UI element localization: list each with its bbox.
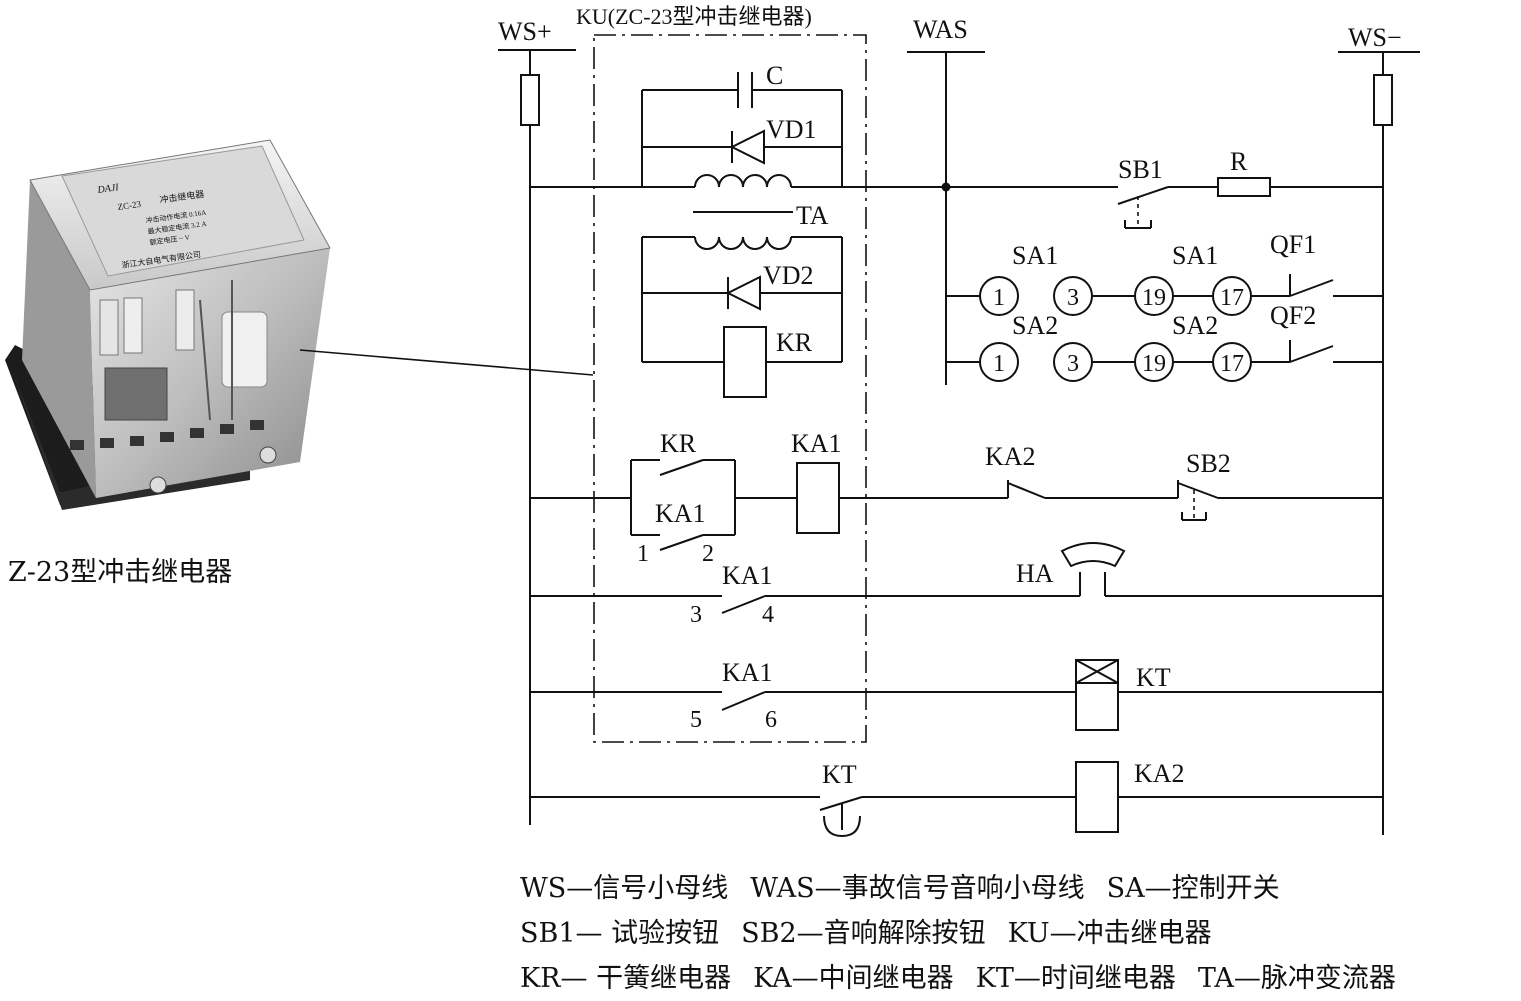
legend-row-3: KR— 干簧继电器 KA—中间继电器 KT—时间继电器 TA—脉冲变流器 xyxy=(520,956,1418,1001)
relay-brand: DAJI xyxy=(96,182,120,196)
legend-row-2: SB1— 试验按钮 SB2—音响解除按钮 KU—冲击继电器 xyxy=(520,911,1418,956)
resistor-r-label: R xyxy=(1230,147,1248,176)
ka1-contact-56-label: KA1 xyxy=(722,658,773,687)
legend-row-1: WS—信号小母线 WAS—事故信号音响小母线 SA—控制开关 xyxy=(520,866,1418,911)
reed-relay-kr-coil xyxy=(642,326,842,398)
legend-item: WAS—事故信号音响小母线 xyxy=(750,873,1085,904)
kr-coil-label: KR xyxy=(776,328,813,357)
sa1-terminal-1: 1 xyxy=(993,285,1005,311)
row-ka2-coil xyxy=(530,761,1383,838)
ka1-contact-12-label: KA1 xyxy=(655,499,706,528)
ka1-terminal-5: 5 xyxy=(690,707,702,733)
sa2-terminal-3: 3 xyxy=(1067,351,1079,377)
ka1-terminal-2: 2 xyxy=(702,541,714,567)
ka1-coil-label: KA1 xyxy=(791,429,842,458)
qf1-label: QF1 xyxy=(1270,230,1316,259)
legend-item: KT—时间继电器 xyxy=(975,963,1176,994)
ka1-terminal-1: 1 xyxy=(637,541,649,567)
diode-vd2-label: VD2 xyxy=(763,261,814,290)
legend-item: TA—脉冲变流器 xyxy=(1197,963,1396,994)
sb1-label: SB1 xyxy=(1118,155,1163,184)
bus-ws-minus-label: WS− xyxy=(1348,23,1402,52)
kt-coil-label: KT xyxy=(1136,663,1171,692)
ta-primary-coil xyxy=(694,174,792,188)
ku-box xyxy=(593,34,867,743)
ta-secondary-coil xyxy=(694,236,792,250)
sa2-terminal-1: 1 xyxy=(993,351,1005,377)
bus-ws-plus xyxy=(498,49,576,825)
sb1-button xyxy=(1117,186,1218,229)
legend-item: KR— 干簧继电器 xyxy=(520,963,732,994)
ku-box-label: KU(ZC-23型冲击继电器) xyxy=(576,4,812,29)
photo-leader-line xyxy=(299,349,594,376)
kr-contact-label: KR xyxy=(660,429,697,458)
sa1-terminal-17: 17 xyxy=(1220,285,1244,311)
bus-ws-plus-label: WS+ xyxy=(498,17,552,46)
legend-item: SB1— 试验按钮 xyxy=(520,918,720,949)
legend-item: SA—控制开关 xyxy=(1106,873,1280,904)
row-horn xyxy=(530,542,1383,614)
sa1-label-right: SA1 xyxy=(1172,241,1218,270)
diode-vd1-label: VD1 xyxy=(766,115,817,144)
legend-item: WS—信号小母线 xyxy=(520,873,729,904)
ka2-coil-label: KA2 xyxy=(1134,759,1185,788)
qf2-label: QF2 xyxy=(1270,301,1316,330)
ka2-contact-label: KA2 xyxy=(985,442,1036,471)
photo-caption: Z-23型冲击继电器 xyxy=(8,557,233,588)
sa2-row xyxy=(946,340,1383,382)
diode-vd2 xyxy=(642,275,842,311)
sa1-label-left: SA1 xyxy=(1012,241,1058,270)
sa2-label-right: SA2 xyxy=(1172,311,1218,340)
ka1-terminal-6: 6 xyxy=(765,707,777,733)
sa1-terminal-3: 3 xyxy=(1067,285,1079,311)
row-kt-coil xyxy=(530,659,1383,731)
legend-item: KA—中间继电器 xyxy=(753,963,954,994)
relay-model: ZC-23 xyxy=(117,199,142,212)
bus-ws-minus xyxy=(1338,51,1420,835)
was-junction xyxy=(941,182,951,192)
relay-photo: DAJI ZC-23 冲击继电器 冲击动作电流 0.16A 最大稳定电流 3.2… xyxy=(5,139,331,510)
legend-item: KU—冲击继电器 xyxy=(1007,918,1212,949)
capacitor-c-label: C xyxy=(766,61,783,90)
legend-item: SB2—音响解除按钮 xyxy=(741,918,986,949)
sa2-label-left: SA2 xyxy=(1012,311,1058,340)
sa2-terminal-19: 19 xyxy=(1142,351,1166,377)
capacitor-c xyxy=(642,72,842,108)
resistor-r xyxy=(1217,177,1271,197)
bus-was-label: WAS xyxy=(913,15,968,44)
ka1-terminal-3: 3 xyxy=(690,602,702,628)
diode-vd1 xyxy=(642,129,842,165)
sb2-label: SB2 xyxy=(1186,449,1231,478)
ta-label: TA xyxy=(796,201,829,230)
bus-was xyxy=(907,51,985,385)
ka1-contact-34-label: KA1 xyxy=(722,561,773,590)
kt-contact-label: KT xyxy=(822,760,857,789)
ka1-terminal-4: 4 xyxy=(762,602,774,628)
sa1-terminal-19: 19 xyxy=(1142,285,1166,311)
sa2-terminal-17: 17 xyxy=(1220,351,1244,377)
ha-label: HA xyxy=(1016,559,1054,588)
sa1-row xyxy=(946,274,1383,316)
row-ka1-coil xyxy=(530,459,1383,551)
